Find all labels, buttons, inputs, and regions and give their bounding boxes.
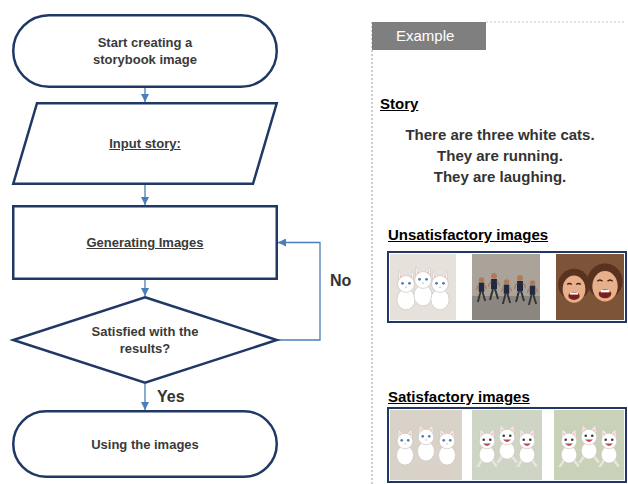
process-shape xyxy=(13,206,277,279)
node-label: Start creating a storybook image xyxy=(83,34,207,68)
runner-figure xyxy=(488,273,500,300)
flow-arrow xyxy=(278,243,320,341)
image-strip-frame xyxy=(388,408,626,482)
node-text-group: Input story: xyxy=(109,135,181,152)
branch-label: Yes xyxy=(155,388,187,406)
terminal-shape xyxy=(13,411,277,477)
node-text-group: Using the images xyxy=(91,436,199,453)
node-text-group: Example xyxy=(396,27,454,45)
node-label: Input story: xyxy=(109,135,181,152)
runner-figure xyxy=(514,275,526,302)
cat-figure xyxy=(397,429,414,465)
diamond-shape xyxy=(13,297,277,383)
cat-figure xyxy=(518,429,536,466)
runner-figure xyxy=(527,280,538,305)
terminal-shape xyxy=(13,15,277,87)
story-line: They are running. xyxy=(372,145,628,166)
node-label: Satisfied with the results? xyxy=(83,323,207,357)
flow-arrow xyxy=(144,280,145,296)
cat-figure xyxy=(498,425,516,462)
cat-figure xyxy=(431,271,449,310)
node-label: Using the images xyxy=(91,436,199,453)
cat-figure xyxy=(478,429,496,466)
node-text-group: Satisfied with the results? xyxy=(83,323,207,357)
end-terminal: Using the images xyxy=(12,410,278,478)
flow-arrow xyxy=(144,88,145,102)
branch-label: No xyxy=(328,272,353,290)
flow-arrow xyxy=(144,185,145,205)
cat-figure xyxy=(414,267,432,306)
face-figure xyxy=(587,263,622,301)
parallelogram-shape xyxy=(13,103,277,184)
input-parallelogram: Input story: xyxy=(12,102,278,185)
section-heading: Story xyxy=(380,93,500,114)
decision-diamond: Satisfied with the results? xyxy=(12,296,278,384)
story-line: They are laughing. xyxy=(372,166,628,187)
picture-cats xyxy=(554,410,624,480)
cat-figure xyxy=(600,429,618,466)
tab-title: Example xyxy=(396,27,454,45)
example-tab: Example xyxy=(372,22,486,50)
flow-arrow xyxy=(144,384,145,410)
start-terminal: Start creating a storybook image xyxy=(12,14,278,88)
cat-figure xyxy=(397,271,415,310)
story-line: There are three white cats. xyxy=(372,124,628,145)
example-frame-line xyxy=(486,22,626,23)
photo-laughing xyxy=(556,254,624,320)
face-figure xyxy=(558,269,590,303)
photo-runners xyxy=(472,254,540,320)
process-box: Generating Images xyxy=(12,205,278,280)
cat-figure xyxy=(580,425,598,462)
node-text-group: Start creating a storybook image xyxy=(83,34,207,68)
example-frame-line xyxy=(372,22,373,484)
runner-figure xyxy=(501,279,512,304)
node-text-group: Generating Images xyxy=(86,234,203,251)
photo-cats xyxy=(390,254,456,320)
node-label: Generating Images xyxy=(86,234,203,251)
cat-figure xyxy=(418,425,435,461)
picture-cats xyxy=(390,410,462,480)
node-outline xyxy=(12,296,278,384)
picture-cats xyxy=(472,410,542,480)
cat-figure xyxy=(439,429,456,465)
node-outline xyxy=(12,14,278,88)
image-strip-frame xyxy=(388,252,626,322)
runner-figure xyxy=(476,277,487,302)
section-heading: Unsatisfactory images xyxy=(388,224,624,245)
section-heading: Satisfactory images xyxy=(388,386,624,407)
tab-shape xyxy=(372,22,486,50)
cat-figure xyxy=(560,429,578,466)
